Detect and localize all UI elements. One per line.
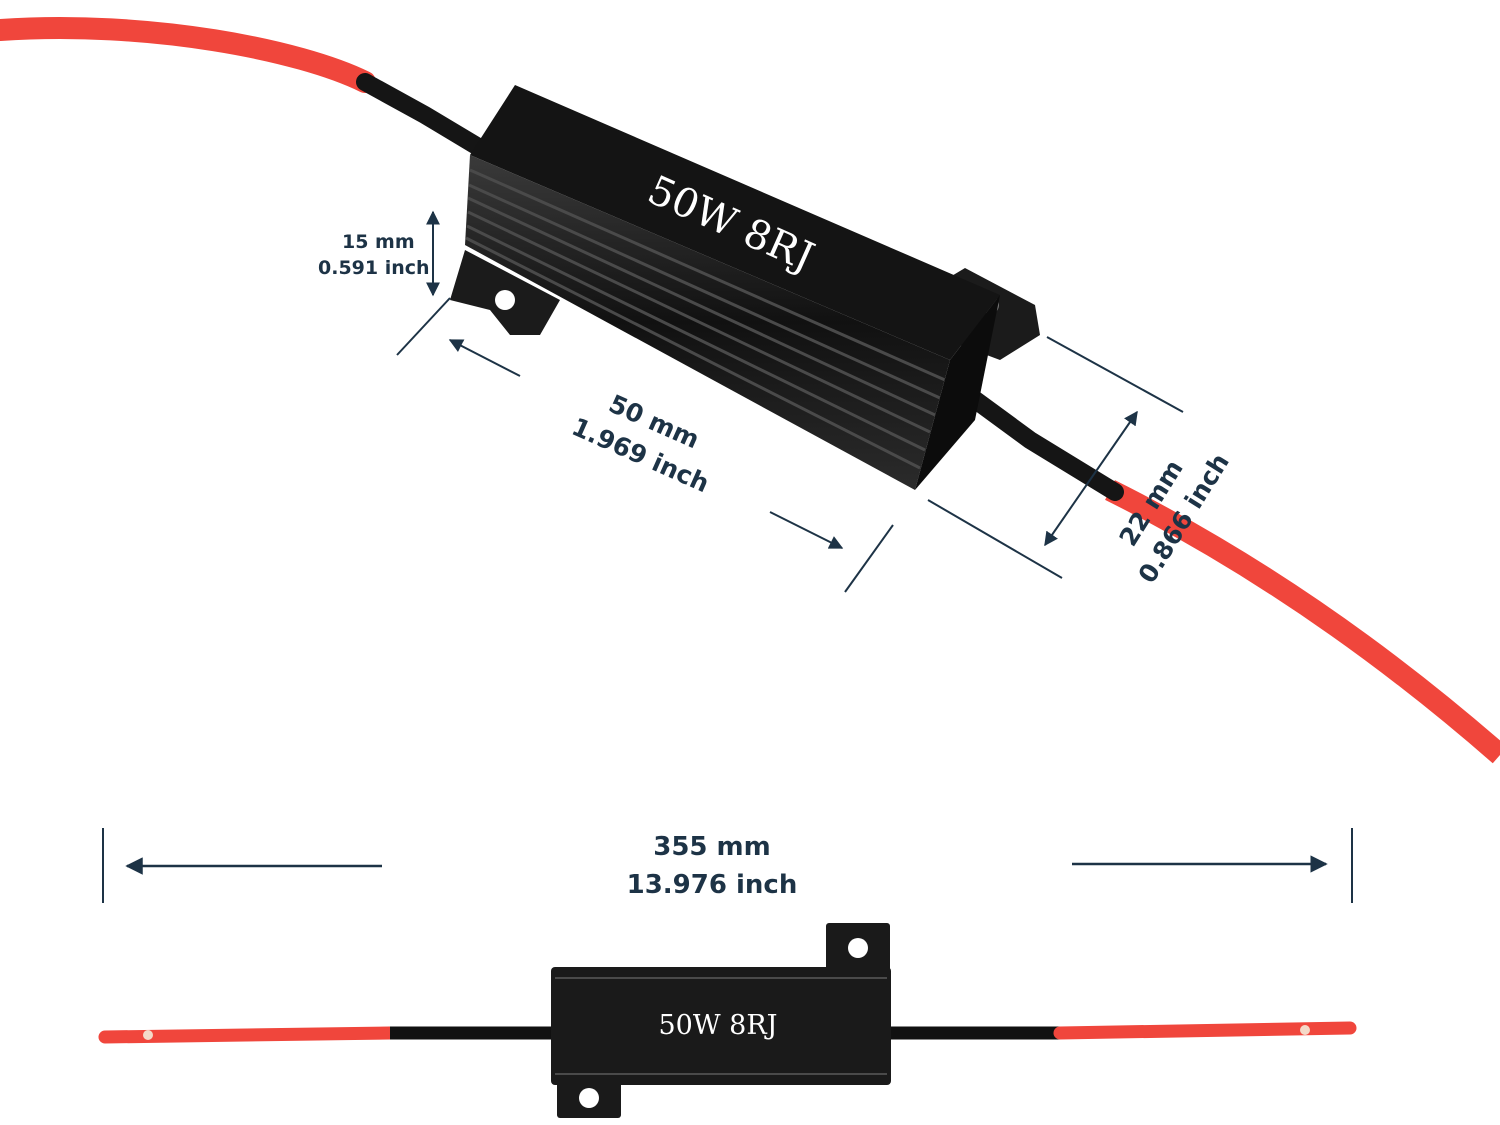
black-lead-left (356, 73, 489, 157)
heat-fins (465, 168, 946, 470)
width-arrow (1044, 410, 1138, 547)
total-length-mm-label: 355 mm (653, 832, 771, 862)
mounting-hole-left (495, 290, 515, 310)
length-extension-right (844, 524, 894, 593)
red-wire-right (1105, 480, 1500, 764)
red-wire-left (0, 17, 376, 93)
side-resistor-view: 355 mm 13.976 inch 50W 8RJ (98, 828, 1357, 1118)
width-extension-top (1046, 336, 1184, 413)
height-mm-label: 15 mm (342, 231, 415, 253)
resistor-top-face (470, 85, 1000, 360)
side-tab-top-hole (848, 938, 868, 958)
black-lead-right (946, 376, 1124, 501)
length-extension-left (396, 297, 451, 356)
top-resistor-view: 50W 8RJ 15 mm 0.591 inch 50 mm 1.969 inc… (0, 17, 1500, 764)
side-body-label: 50W 8RJ (658, 1010, 777, 1041)
side-tab-bottom-hole (579, 1088, 599, 1108)
length-arrow-right (769, 511, 844, 549)
height-inch-label: 0.591 inch (318, 257, 430, 279)
wire-tip-left (143, 1030, 153, 1040)
wire-tip-right (1300, 1025, 1310, 1035)
side-resistor-body (551, 967, 891, 1085)
resistor-end-face (915, 295, 1000, 490)
length-arrow-left (448, 339, 521, 377)
total-length-inch-label: 13.976 inch (627, 870, 798, 900)
width-extension-bottom (927, 499, 1063, 579)
